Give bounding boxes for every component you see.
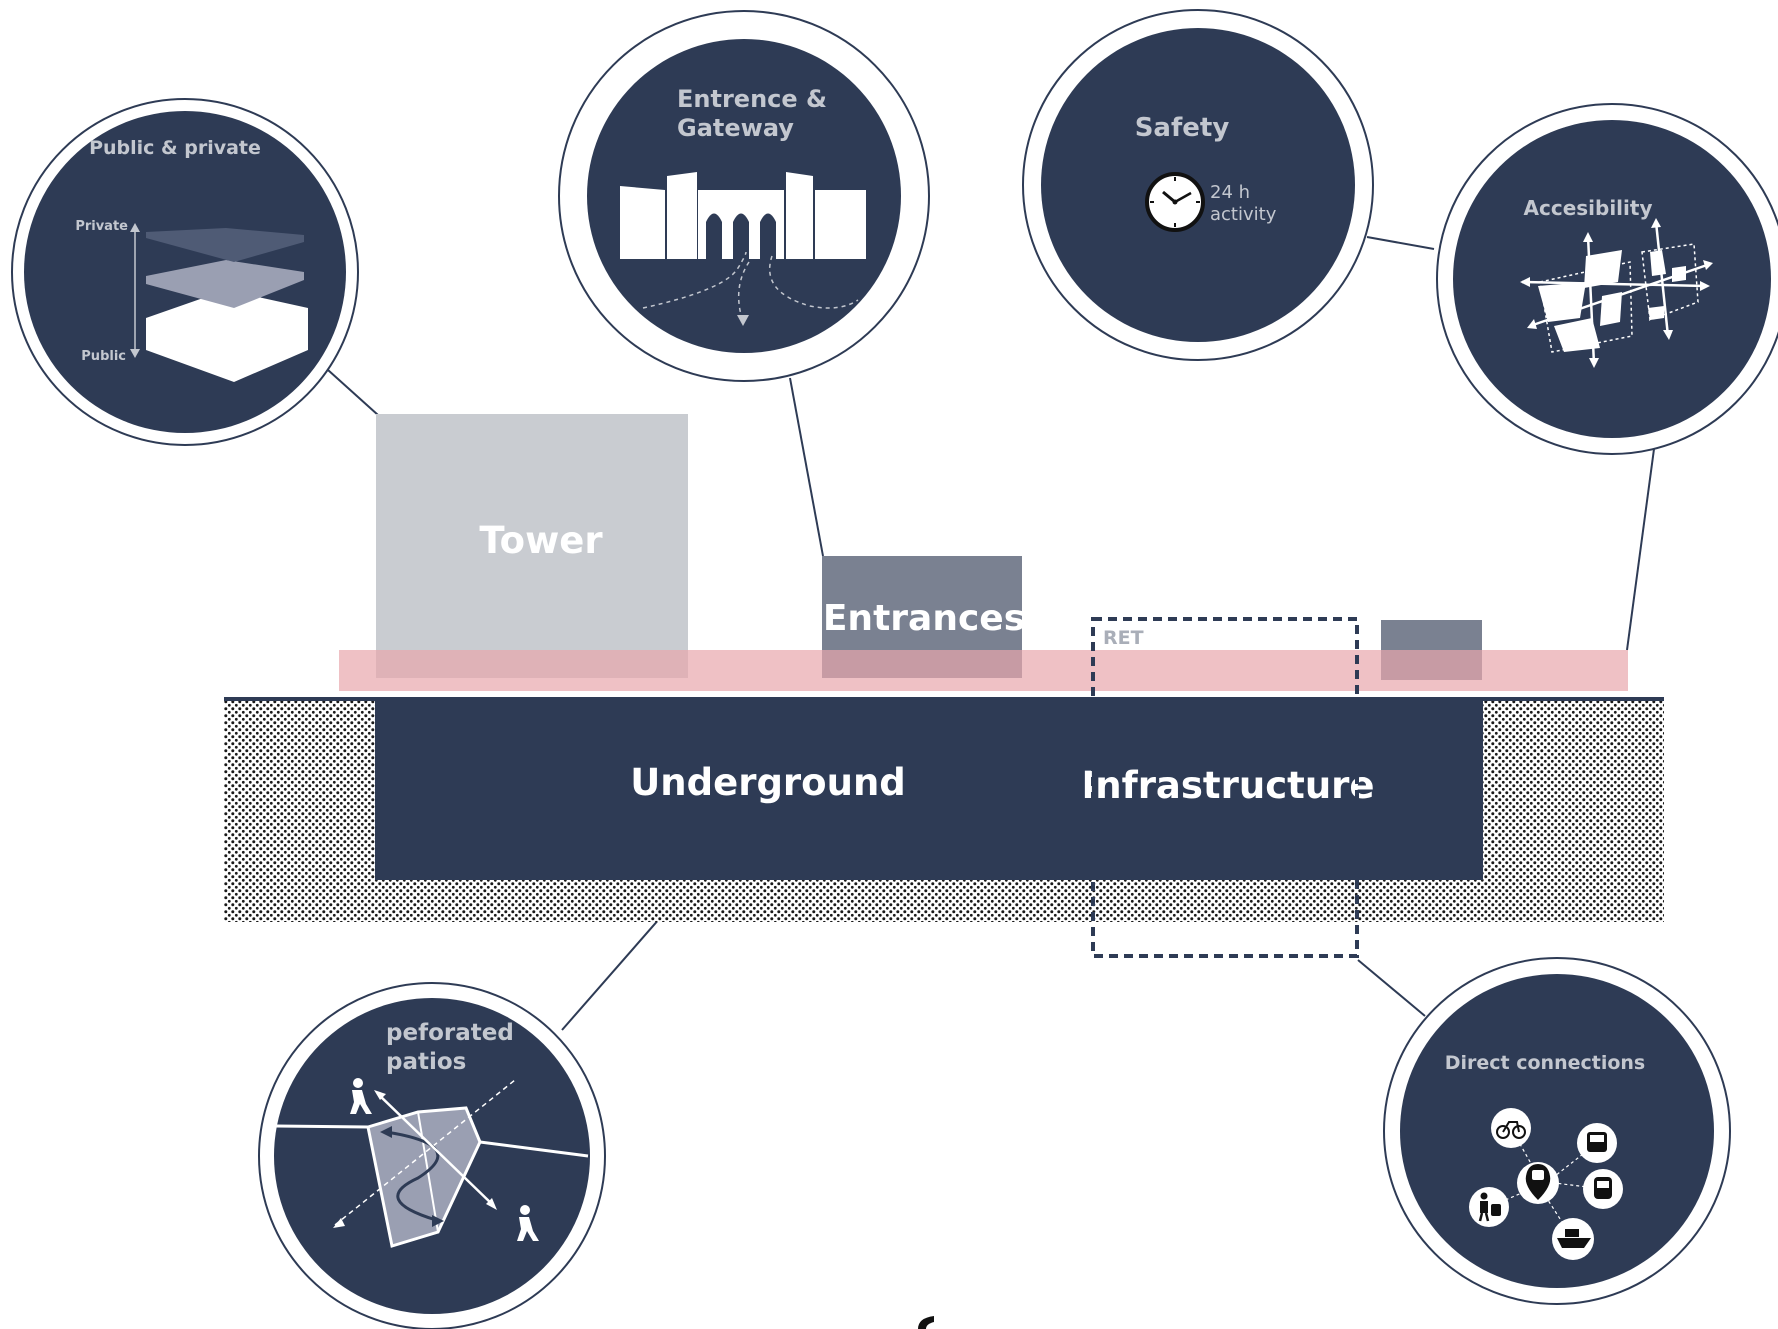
tower-label: Tower bbox=[479, 519, 603, 562]
connector-connections bbox=[1357, 959, 1426, 1017]
underground-label: Underground bbox=[630, 761, 906, 804]
circle-public-private: Public & private Private Public bbox=[11, 98, 359, 446]
connector-entrance-gateway bbox=[789, 377, 824, 557]
tower-block bbox=[376, 414, 688, 678]
traveller-icon bbox=[1469, 1187, 1509, 1227]
safety-note-line2: activity bbox=[1210, 204, 1277, 225]
safety-note-line1: 24 h bbox=[1210, 182, 1250, 203]
circle-title-line2: Gateway bbox=[677, 114, 794, 142]
connector-accessibility bbox=[1626, 448, 1655, 651]
patio-void-icon bbox=[275, 1079, 589, 1248]
public-ground-floor-band bbox=[339, 650, 1628, 691]
circle-title-line1: peforated bbox=[386, 1020, 514, 1046]
public-label: Public bbox=[81, 349, 126, 364]
bike-icon bbox=[1491, 1108, 1531, 1148]
gateway-arches bbox=[706, 213, 776, 259]
circle-title: Safety bbox=[1135, 113, 1230, 143]
circle-title: Accesibility bbox=[1524, 196, 1653, 220]
circle-title-line2: patios bbox=[386, 1049, 466, 1075]
ground-section: Underground Infrastructure bbox=[224, 697, 1664, 922]
permeable-blocks-icon bbox=[1520, 218, 1713, 368]
circle-safety: Safety 24 h activity bbox=[1022, 9, 1374, 361]
metro-icon bbox=[1517, 1162, 1559, 1204]
circle-patios: peforated patios bbox=[258, 982, 606, 1329]
underground-block bbox=[375, 700, 1483, 880]
bus-icon bbox=[1577, 1123, 1617, 1163]
arrow-head bbox=[737, 315, 749, 326]
circle-connections: Direct connections bbox=[1383, 957, 1731, 1305]
circle-title: Direct connections bbox=[1445, 1052, 1646, 1074]
infrastructure-label: Infrastructure bbox=[1081, 764, 1374, 807]
entrances-label: Entrances bbox=[823, 598, 1025, 639]
ret-label: RET bbox=[1103, 627, 1144, 649]
layers-icon: Private Public bbox=[75, 219, 308, 382]
private-label: Private bbox=[75, 219, 128, 234]
pedestrian-icon bbox=[350, 1078, 372, 1114]
pedestrian-icon bbox=[517, 1205, 539, 1241]
ferry-icon bbox=[1552, 1218, 1594, 1260]
connector-safety bbox=[1366, 236, 1435, 250]
circle-title: Public & private bbox=[89, 137, 261, 159]
ret-zone: RET bbox=[1091, 617, 1359, 958]
circle-accessibility: Accesibility bbox=[1436, 103, 1778, 455]
clock-icon bbox=[1145, 172, 1205, 232]
connector-public-private bbox=[327, 369, 379, 416]
circle-title-line1: Entrence & bbox=[677, 85, 827, 113]
tram-icon bbox=[1583, 1169, 1623, 1209]
circle-entrance-gateway: Entrence & Gateway bbox=[558, 10, 930, 382]
ground-line bbox=[224, 697, 1664, 701]
above-ground: Tower Entrances bbox=[339, 414, 1628, 691]
cropped-mark bbox=[918, 1316, 934, 1329]
